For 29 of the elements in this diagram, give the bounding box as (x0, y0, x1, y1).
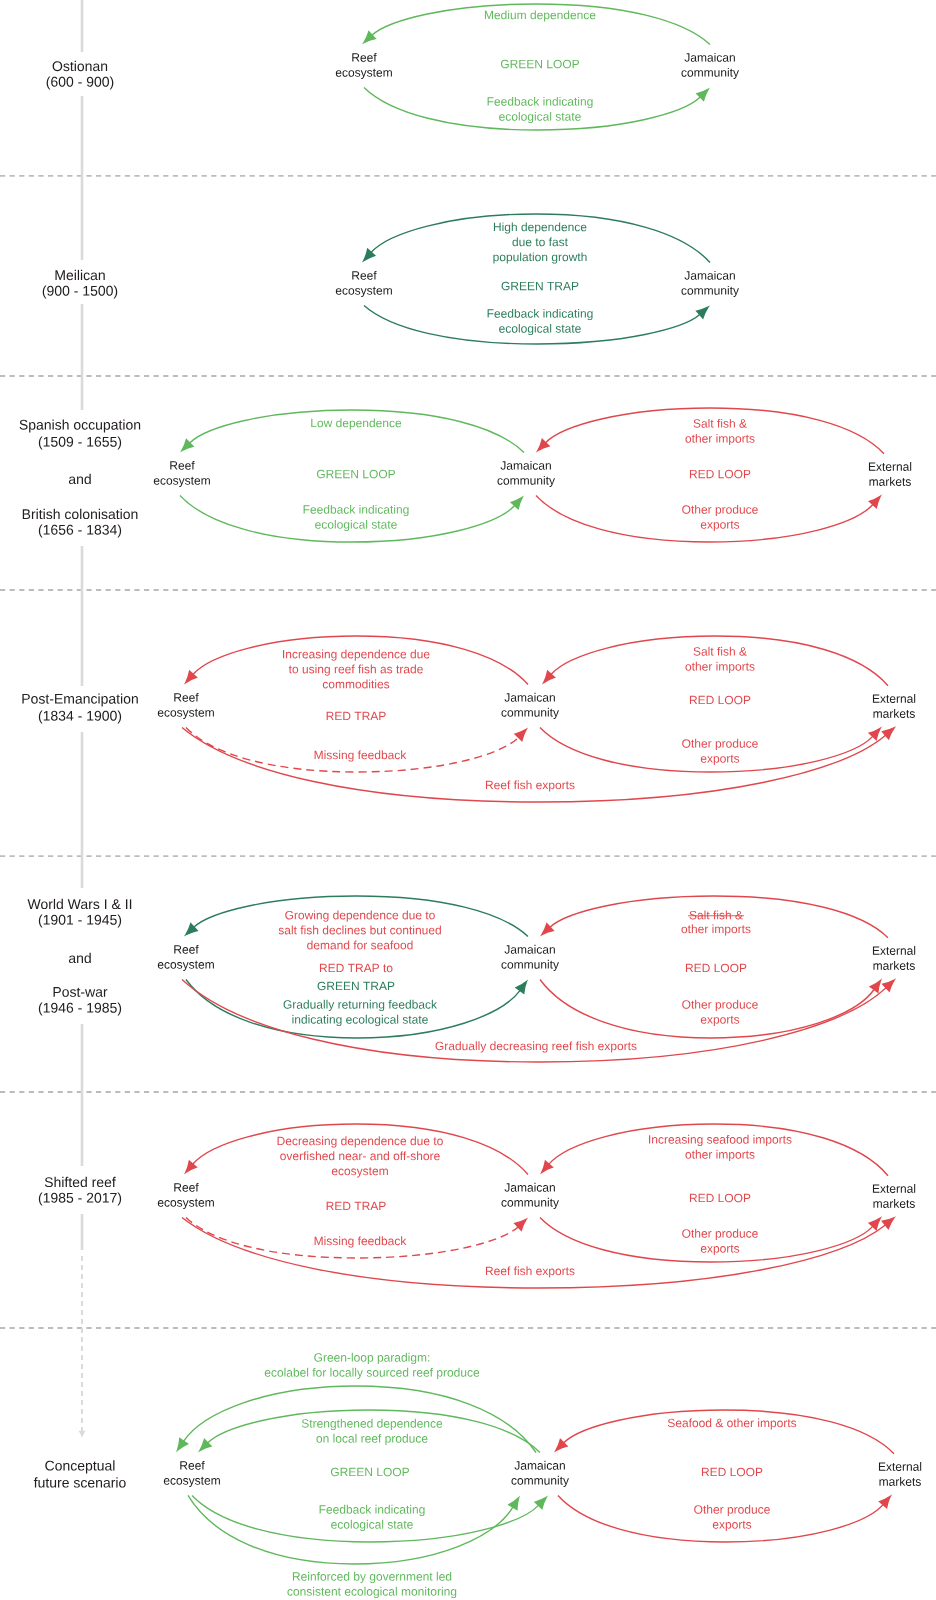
curved-arrow (541, 1123, 889, 1177)
curved-arrow (191, 1494, 547, 1543)
curved-arrow (557, 1494, 891, 1543)
curved-arrow (363, 3, 711, 46)
curved-arrow (363, 86, 709, 131)
curved-arrow (199, 1409, 541, 1454)
curved-arrow (541, 895, 889, 939)
curved-arrow (179, 494, 523, 543)
curved-arrow (181, 1216, 895, 1289)
curved-arrow (176, 1385, 537, 1454)
curved-arrow (185, 1123, 529, 1176)
curved-arrow (185, 895, 529, 938)
curved-arrow (555, 1409, 895, 1455)
curved-arrow (535, 494, 881, 543)
curved-arrow (363, 304, 709, 345)
curved-arrow (187, 1494, 520, 1565)
curved-arrow (363, 213, 711, 264)
curved-arrow (185, 635, 529, 686)
curved-arrow (543, 635, 889, 687)
curved-arrow (181, 409, 525, 454)
dashed-arrow (185, 1216, 527, 1259)
curved-arrow (539, 1216, 881, 1263)
curved-arrow (181, 978, 895, 1063)
curved-arrow (539, 978, 882, 1039)
curved-arrow (181, 726, 895, 803)
curved-arrow (185, 978, 528, 1039)
curved-arrow (537, 407, 885, 455)
curved-arrow (539, 726, 881, 773)
dashed-arrow (185, 726, 527, 773)
